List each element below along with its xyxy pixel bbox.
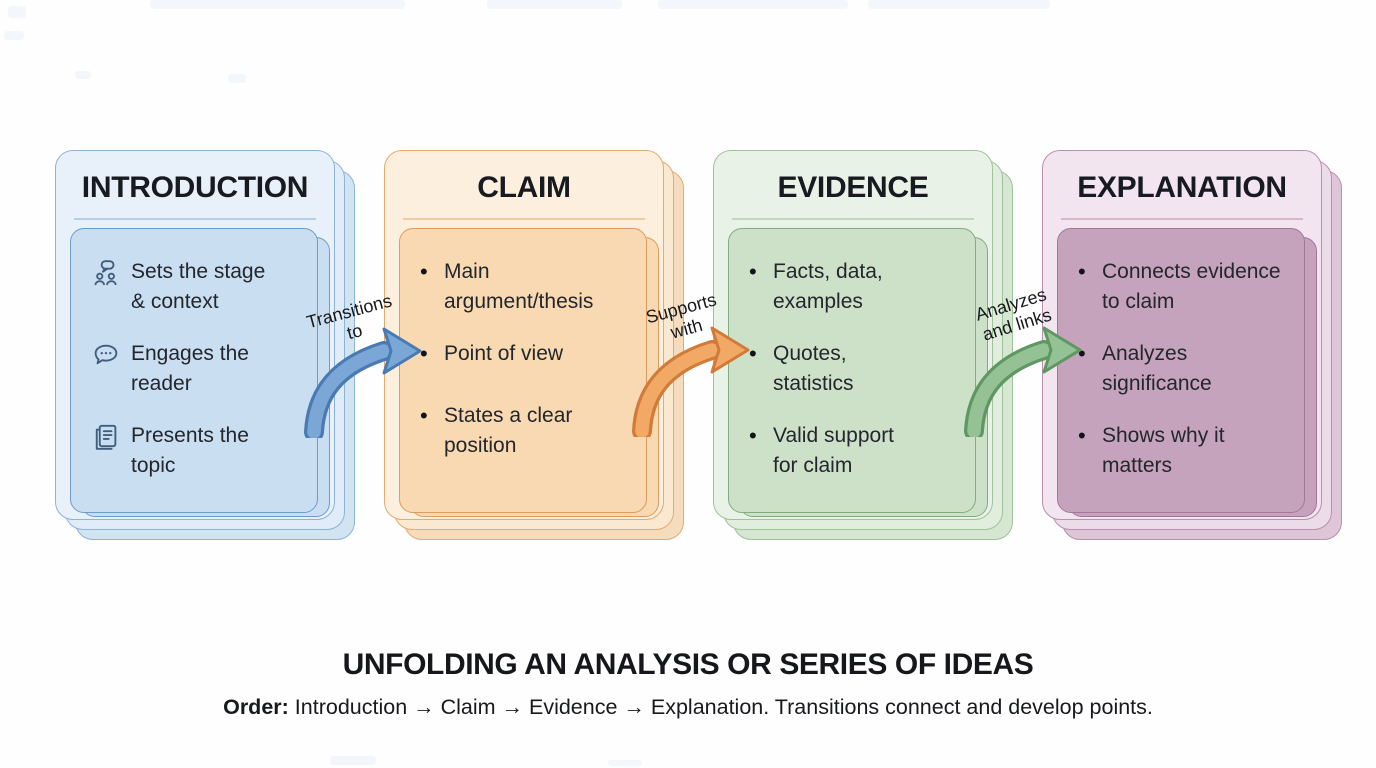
item-text: Quotes, statistics (773, 342, 854, 395)
transition-arrow-green (964, 326, 1082, 437)
list-item: • Valid support for claim (749, 421, 963, 481)
edge-smudge (330, 756, 376, 765)
card-face: CLAIM • Main argument/thesis • Point of … (384, 150, 664, 520)
bullet-dot: • (749, 423, 757, 448)
card-panel-evidence: • Facts, data, examples • Quotes, statis… (728, 228, 976, 513)
edge-smudge (150, 0, 405, 9)
edge-smudge (8, 6, 26, 18)
bullet-dot: • (420, 341, 428, 366)
item-text: Sets the stage & context (131, 260, 266, 313)
item-text: Main argument/thesis (444, 260, 594, 313)
edge-smudge (608, 760, 642, 766)
card-title-explanation: EXPLANATION (1077, 171, 1287, 204)
list-item: • Connects evidence to claim (1078, 257, 1292, 317)
order-label: Order: (223, 695, 289, 719)
title-divider (74, 218, 316, 220)
list-item: • Quotes, statistics (749, 339, 963, 399)
list-item: • Analyzes significance (1078, 339, 1292, 399)
edge-smudge (658, 0, 848, 9)
list-item: • Point of view (420, 339, 634, 369)
list-item: Engages the reader (91, 339, 305, 399)
title-divider (732, 218, 974, 220)
card-face: EVIDENCE • Facts, data, examples • Quote… (713, 150, 993, 520)
card-title-introduction: INTRODUCTION (81, 171, 309, 204)
diagram-order-line: Order: Introduction → Claim → Evidence →… (0, 695, 1376, 720)
item-text: Connects evidence to claim (1102, 260, 1281, 313)
list-item: Sets the stage & context (91, 257, 305, 317)
edge-smudge (487, 0, 622, 9)
item-text: Point of view (444, 342, 564, 365)
card-panel-introduction: Sets the stage & context Engages the rea… (70, 228, 318, 513)
bullet-dot: • (749, 341, 757, 366)
bullet-dot: • (420, 259, 428, 284)
card-title-evidence: EVIDENCE (777, 171, 929, 204)
list-item: • Shows why it matters (1078, 421, 1292, 481)
card-panel-claim: • Main argument/thesis • Point of view •… (399, 228, 647, 513)
card-claim: CLAIM • Main argument/thesis • Point of … (384, 150, 684, 540)
card-face: EXPLANATION • Connects evidence to claim… (1042, 150, 1322, 520)
bullet-dot: • (1078, 341, 1086, 366)
transition-arrow-blue (304, 327, 422, 438)
list-item: • Facts, data, examples (749, 257, 963, 317)
bullet-dot: • (420, 403, 428, 428)
item-text: Analyzes significance (1102, 342, 1212, 395)
card-explanation: EXPLANATION • Connects evidence to claim… (1042, 150, 1342, 540)
title-divider (403, 218, 645, 220)
list-item: • States a clear position (420, 401, 634, 461)
order-text: Introduction → Claim → Evidence → Explan… (294, 695, 1153, 719)
item-text: Facts, data, examples (773, 260, 883, 313)
edge-smudge (75, 71, 91, 79)
card-face: INTRODUCTION Sets the (55, 150, 335, 520)
transition-arrow-orange (632, 326, 750, 437)
edge-smudge (868, 0, 1050, 9)
document-icon (91, 422, 121, 452)
diagram-title: UNFOLDING AN ANALYSIS OR SERIES OF IDEAS (342, 648, 1034, 681)
item-text: Shows why it matters (1102, 424, 1225, 477)
speech-bubble-icon (91, 340, 121, 370)
people-discussion-icon (91, 258, 121, 288)
list-item: Presents the topic (91, 421, 305, 481)
card-panel-explanation: • Connects evidence to claim • Analyzes … (1057, 228, 1305, 513)
card-title-claim: CLAIM (477, 171, 571, 204)
item-text: Engages the reader (131, 342, 249, 395)
card-introduction: INTRODUCTION Sets the (55, 150, 355, 540)
bullet-dot: • (749, 259, 757, 284)
edge-smudge (4, 31, 24, 40)
item-text: States a clear position (444, 404, 573, 457)
list-item: • Main argument/thesis (420, 257, 634, 317)
item-text: Valid support for claim (773, 424, 895, 477)
bullet-dot: • (1078, 259, 1086, 284)
edge-smudge (228, 74, 246, 83)
card-evidence: EVIDENCE • Facts, data, examples • Quote… (713, 150, 1013, 540)
item-text: Presents the topic (131, 424, 249, 477)
bullet-dot: • (1078, 423, 1086, 448)
title-divider (1061, 218, 1303, 220)
